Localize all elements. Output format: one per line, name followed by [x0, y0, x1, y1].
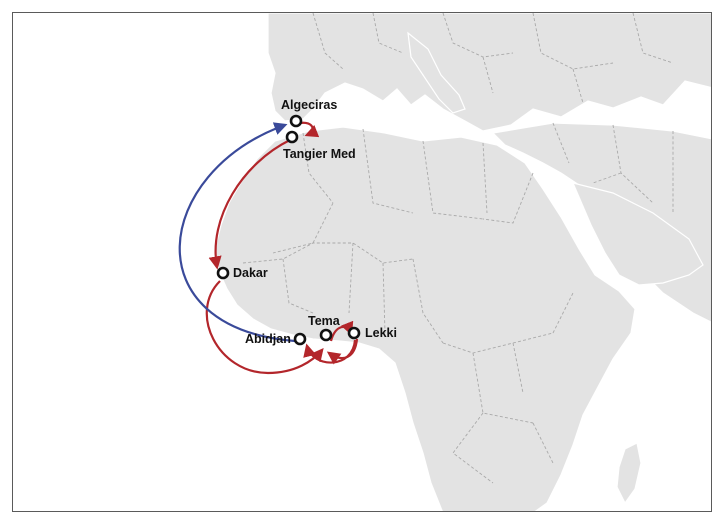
port-label-tema: Tema — [308, 314, 341, 328]
country-borders — [242, 13, 674, 484]
port-marker-icon — [216, 266, 230, 280]
route-lekki-tema — [303, 339, 357, 364]
port-label-lekki: Lekki — [365, 326, 397, 340]
port-tangier-med[interactable]: Tangier Med — [283, 130, 356, 161]
border-lines-middle-east — [552, 122, 674, 213]
port-label-abidjan: Abidjan — [245, 332, 291, 346]
port-label-algeciras: Algeciras — [281, 98, 337, 112]
port-algeciras[interactable]: Algeciras — [281, 98, 337, 128]
route-algeciras-tangier — [299, 121, 320, 138]
ports: Algeciras Tangier Med Dakar Abidjan Tema… — [216, 98, 397, 346]
port-tema[interactable]: Tema — [308, 314, 341, 342]
port-label-tangier-med: Tangier Med — [283, 147, 356, 161]
port-label-dakar: Dakar — [233, 266, 268, 280]
land-masses — [214, 13, 711, 511]
shipping-route-map: Algeciras Tangier Med Dakar Abidjan Tema… — [178, 13, 711, 511]
route-abidjan-algeciras — [178, 122, 296, 343]
route-tangier-dakar — [208, 139, 291, 270]
land-africa — [214, 126, 636, 511]
routes — [178, 121, 359, 375]
border-lines-north-africa — [272, 128, 534, 254]
port-dakar[interactable]: Dakar — [216, 266, 268, 280]
border-lines-west-africa — [242, 242, 444, 344]
map-frame: Algeciras Tangier Med Dakar Abidjan Tema… — [12, 12, 712, 512]
port-marker-icon — [347, 326, 361, 340]
route-tema-abidjan — [326, 338, 359, 365]
port-abidjan[interactable]: Abidjan — [245, 332, 307, 346]
port-lekki[interactable]: Lekki — [347, 326, 397, 340]
port-marker-icon — [293, 332, 307, 346]
border-lines-europe — [312, 13, 674, 104]
port-marker-icon — [285, 130, 299, 144]
port-marker-icon — [319, 328, 333, 342]
land-madagascar — [616, 442, 642, 505]
land-arabia — [571, 182, 704, 286]
land-europe — [267, 13, 711, 132]
land-italy — [407, 31, 466, 114]
port-marker-icon — [289, 114, 303, 128]
border-lines-central-africa — [442, 292, 574, 484]
